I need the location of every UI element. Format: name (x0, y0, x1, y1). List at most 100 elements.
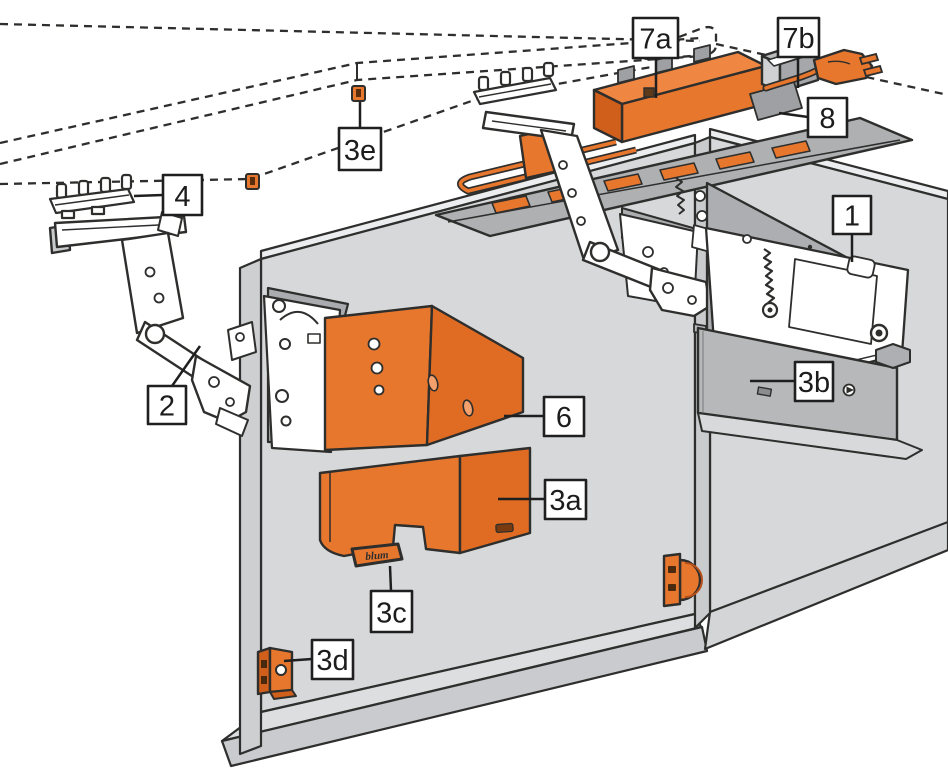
callout-7b-text: 7b (782, 23, 814, 55)
arm-hole (567, 188, 577, 198)
callout-1: 1 (831, 194, 873, 262)
callout-3a: 3a (498, 478, 588, 521)
hinge-hole (235, 332, 245, 342)
strip-rail (48, 187, 136, 215)
bumper-slot (668, 566, 676, 573)
callout-4-text: 4 (174, 181, 190, 213)
routing-line-top (0, 22, 701, 43)
plate-slot (715, 151, 755, 170)
lift-arm-left (48, 211, 252, 437)
callout-3a-box (543, 478, 588, 521)
part-3d-bracket (256, 646, 297, 700)
callout-8-leader (778, 111, 809, 119)
callout-7a: 7a (631, 16, 680, 98)
mechanism-slot (307, 333, 321, 344)
strip-stud (477, 75, 490, 92)
play-logo-triangle (846, 386, 854, 394)
cover3b-tab-right (875, 343, 911, 369)
callout-3b: 3b (750, 360, 835, 403)
cover3b-flange (697, 412, 923, 460)
callout-3b-box (793, 360, 835, 403)
arm-hole (687, 295, 697, 305)
bumper-slot (668, 584, 676, 591)
mounting-strip-left (48, 173, 136, 220)
power-plug-icon (812, 48, 874, 86)
callout-3e: 3e (337, 102, 383, 172)
cover-3a (318, 446, 532, 558)
arm-elbow-joint (589, 241, 611, 263)
arm-hole (576, 216, 586, 226)
mechanism-hole (272, 299, 286, 313)
callout-3b-text: 3b (798, 367, 830, 399)
distance-bumper (662, 552, 703, 608)
cover3a-front-face (318, 454, 462, 558)
plate-slot (659, 162, 699, 181)
callout-4-box (161, 173, 204, 217)
callout-7a-box (631, 16, 680, 60)
strip-stud (521, 66, 534, 83)
cover3b-detail (756, 386, 773, 397)
arm-top-bar-line (491, 120, 567, 132)
servo-socket (643, 87, 655, 98)
bracket-flange (269, 689, 297, 700)
arm-elbow-joint (144, 323, 166, 345)
callout-2-text: 2 (159, 391, 175, 423)
strip-rail-line (54, 194, 130, 206)
callout-6-text: 6 (556, 402, 572, 434)
mounting-plate-fold (447, 139, 901, 223)
plug-pin (858, 52, 880, 66)
callout-3c-text: 3c (376, 598, 407, 630)
callouts: 7a 7b 8 1 3b 2 4 (133, 16, 873, 681)
plate-slot (603, 173, 643, 192)
mechanism1-spring (762, 248, 776, 304)
callout-3c-box (369, 589, 414, 634)
cover6-slot (427, 374, 439, 392)
callout-3c-leader (388, 565, 393, 592)
callout-8: 8 (778, 96, 849, 139)
callout-2-leader (170, 345, 202, 387)
mechanism-plate (262, 294, 342, 454)
cover6-slot (462, 399, 474, 417)
blum-plate (350, 542, 404, 568)
bumper-dome (678, 558, 702, 602)
arm-hole (225, 397, 235, 407)
callout-4: 4 (133, 173, 204, 217)
callout-1-box (831, 194, 873, 236)
mechanism1-rivet (807, 244, 813, 250)
mechanism-hole (279, 338, 291, 350)
arm-upper-link (120, 231, 185, 335)
strip-foot (90, 205, 106, 216)
mechanism-hole (280, 415, 292, 427)
callout-7a-text: 7a (639, 24, 672, 56)
callout-8-text: 8 (819, 103, 835, 135)
callout-2-box (146, 384, 188, 426)
plug-pin (862, 64, 884, 78)
arm-hole (153, 292, 165, 304)
bumper-dome-line (684, 562, 703, 598)
bracket-slot (261, 660, 267, 668)
cable-core (764, 68, 820, 90)
bracket-slot (261, 676, 267, 684)
cable-clip-slot (250, 177, 255, 185)
callout-3e-text: 3e (344, 135, 376, 167)
cover6-hole (367, 337, 381, 351)
callout-7b-box (776, 16, 821, 59)
callout-3d-box (310, 638, 355, 681)
servo-mounting-plate (434, 116, 914, 238)
cover6-side-face (425, 304, 525, 447)
servo-connector-block (693, 44, 711, 63)
callout-7b: 7b (776, 16, 821, 88)
mechanism1-hole-center (875, 329, 883, 337)
plug-detail (827, 60, 851, 65)
power-cable-7b (762, 48, 884, 92)
hinge-hole (696, 210, 708, 222)
bracket-side (256, 646, 272, 696)
callout-6-box (542, 395, 586, 438)
mechanism1-cutout (846, 255, 876, 279)
mounting-strip-center (472, 61, 558, 106)
part-3c-blum-plate: blum (350, 542, 404, 568)
strip-stud (542, 61, 555, 78)
arm-hole (208, 376, 220, 388)
cabinet-floor-right (703, 520, 948, 651)
